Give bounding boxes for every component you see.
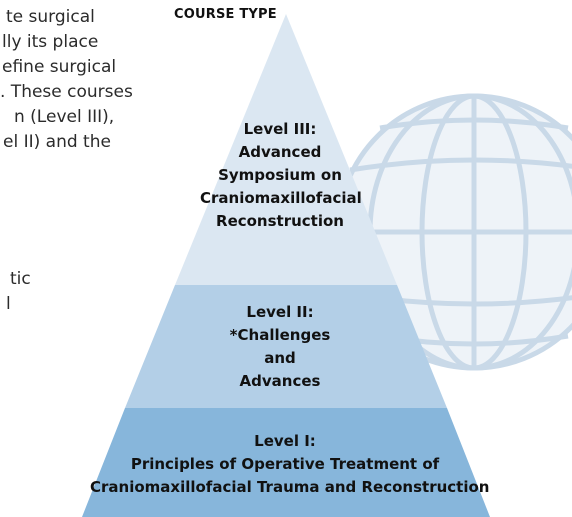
body-line: el II) and the bbox=[3, 132, 111, 152]
body-line: l bbox=[6, 294, 11, 314]
level-1-label: Level I: Principles of Operative Treatme… bbox=[90, 430, 490, 499]
level-3-line: Craniomaxillofacial bbox=[200, 189, 362, 207]
body-line: lly its place bbox=[2, 32, 99, 52]
level-1-line: Craniomaxillofacial Trauma and Reconstru… bbox=[90, 478, 490, 496]
diagram-heading: COURSE TYPE bbox=[174, 7, 277, 22]
body-paragraph: tic l bbox=[0, 267, 31, 317]
body-line: tic bbox=[10, 269, 31, 289]
body-line: te surgical bbox=[6, 7, 95, 27]
pyramid-tier-level-1 bbox=[82, 408, 490, 517]
body-line: efine surgical bbox=[2, 57, 117, 77]
body-paragraph: te surgical lly its place efine surgical… bbox=[0, 5, 133, 155]
level-1-line: Principles of Operative Treatment of bbox=[130, 455, 440, 473]
body-line: n (Level III), bbox=[14, 107, 115, 127]
level-2-label: Level II: *Challenges and Advances bbox=[220, 301, 340, 393]
level-3-label: Level III: Advanced Symposium on Craniom… bbox=[200, 118, 362, 233]
level-3-line: Level III: bbox=[243, 120, 317, 138]
level-1-line: Level I: bbox=[254, 432, 316, 450]
pyramid-tier-level-3 bbox=[175, 14, 397, 285]
level-3-line: Symposium on bbox=[218, 166, 342, 184]
body-line: . These courses bbox=[0, 82, 133, 102]
level-2-line: Level II: bbox=[246, 303, 314, 321]
level-3-line: Advanced bbox=[238, 143, 322, 161]
level-2-line: and bbox=[264, 349, 296, 367]
level-3-line: Reconstruction bbox=[216, 212, 344, 230]
level-2-line: *Challenges bbox=[229, 326, 331, 344]
level-2-line: Advances bbox=[239, 372, 321, 390]
pyramid-tier-level-2 bbox=[125, 285, 447, 408]
